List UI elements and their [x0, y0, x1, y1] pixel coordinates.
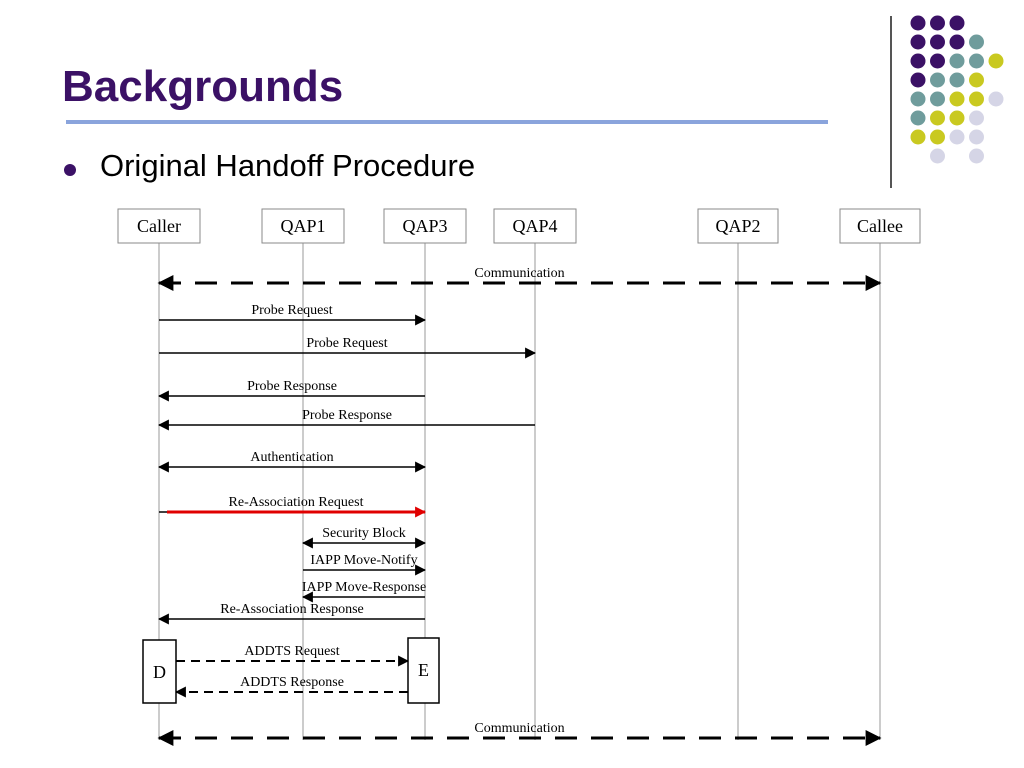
decorative-dot [910, 15, 926, 31]
decorative-dot [949, 72, 965, 88]
decorative-dot [969, 34, 984, 50]
decorative-dot [910, 72, 926, 88]
message-label: ADDTS Response [240, 675, 344, 690]
activation-label-d: D [153, 662, 166, 682]
message-label: Re-Association Response [220, 602, 363, 617]
participant-box-qap3 [383, 208, 467, 244]
decorative-dot [969, 53, 984, 69]
participant-box-qap4 [493, 208, 577, 244]
decorative-dot [969, 110, 984, 126]
participant-label-qap3: QAP3 [402, 216, 447, 236]
decorative-dot [910, 110, 926, 126]
activation-label-e: E [418, 660, 429, 680]
corner-divider [890, 16, 892, 188]
bullet-dot [64, 164, 76, 176]
decorative-dot [930, 15, 945, 31]
participant-label-caller: Caller [137, 216, 181, 236]
participant-label-callee: Callee [857, 216, 903, 236]
activation-box-e [407, 637, 440, 704]
participant-label-qap2: QAP2 [715, 216, 760, 236]
decorative-dot [949, 110, 965, 126]
decorative-dot [988, 91, 1004, 107]
decorative-dot [988, 53, 1004, 69]
participant-label-qap4: QAP4 [512, 216, 557, 236]
message-label: Probe Request [251, 303, 332, 318]
participant-box-caller [117, 208, 201, 244]
decorative-dot [910, 91, 926, 107]
message-label: Probe Request [306, 336, 387, 351]
decorative-dot [949, 129, 965, 145]
participant-box-callee [839, 208, 921, 244]
message-label: IAPP Move-Response [302, 580, 426, 595]
decorative-dot [949, 91, 965, 107]
activation-box-d [142, 639, 177, 704]
participant-label-qap1: QAP1 [280, 216, 325, 236]
decorative-dot [969, 148, 984, 164]
slide-title: Backgrounds [62, 62, 344, 111]
decorative-dot [930, 129, 945, 145]
message-label: Re-Association Request [229, 495, 364, 510]
message-label: ADDTS Request [244, 644, 339, 659]
decorative-dot [930, 53, 945, 69]
message-label: Communication [474, 266, 564, 281]
participant-box-qap1 [261, 208, 345, 244]
decorative-dot [930, 72, 945, 88]
message-label: Authentication [250, 450, 333, 465]
title-underline [66, 120, 828, 124]
decorative-dot [930, 110, 945, 126]
message-label: Security Block [322, 526, 406, 541]
decorative-dot [930, 148, 945, 164]
participant-box-qap2 [697, 208, 779, 244]
decorative-dot [949, 53, 965, 69]
decorative-dot [949, 15, 965, 31]
decorative-dot-grid [910, 15, 1004, 164]
message-label: Probe Response [247, 379, 337, 394]
decorative-dot [910, 129, 926, 145]
decorative-dot [949, 34, 965, 50]
message-label: IAPP Move-Notify [310, 553, 417, 568]
decorative-dot [969, 129, 984, 145]
message-label: Probe Response [302, 408, 392, 423]
bullet-text: Original Handoff Procedure [100, 148, 476, 183]
decorative-dot [910, 53, 926, 69]
message-label: Communication [474, 721, 564, 736]
decorative-dot [930, 91, 945, 107]
decorative-dot [910, 34, 926, 50]
decorative-dot [930, 34, 945, 50]
decorative-dot [969, 91, 984, 107]
decorative-dot [969, 72, 984, 88]
